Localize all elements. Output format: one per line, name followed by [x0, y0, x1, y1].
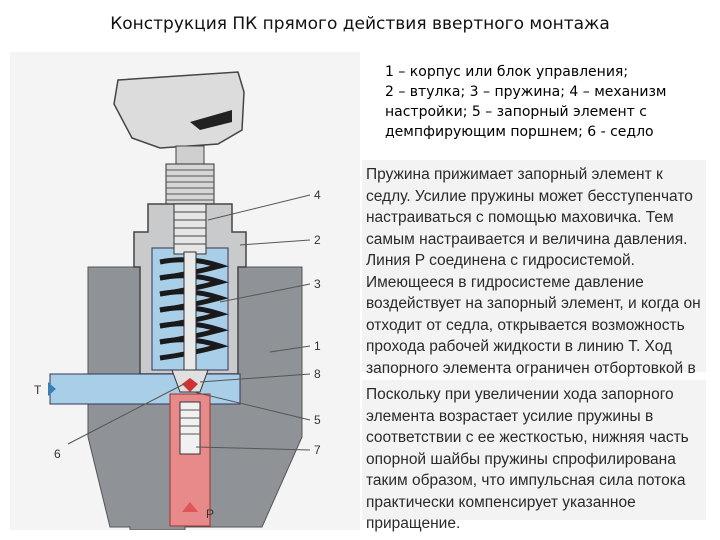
threaded-stem [165, 163, 215, 205]
spring [159, 257, 229, 361]
label-port-p: P [206, 507, 214, 521]
adjustment-knob [113, 71, 245, 149]
label-port-t: T [34, 383, 42, 397]
label-part-2: 2 [314, 233, 321, 247]
label-part-3: 3 [314, 277, 321, 291]
description-paragraph-2: Поскольку при увеличении хода запорного … [362, 380, 706, 532]
label-part-7: 7 [314, 443, 321, 457]
description-paragraph-1: Пружина прижимает запорный элемент к сед… [362, 160, 706, 398]
label-part-1: 1 [314, 339, 321, 353]
label-part-5: 5 [314, 413, 321, 427]
parts-legend: 1 – корпус или блок управления; 2 – втул… [385, 64, 667, 140]
valve-cross-section-diagram: 4 2 3 1 8 5 7 6 T P [10, 52, 360, 530]
damping-piston [179, 401, 201, 455]
label-part-4: 4 [314, 188, 321, 202]
label-part-6: 6 [54, 447, 61, 461]
slide-title: Конструкция ПК прямого действия ввертног… [110, 14, 610, 34]
tank-channel [49, 373, 241, 405]
label-part-8: 8 [314, 367, 321, 381]
